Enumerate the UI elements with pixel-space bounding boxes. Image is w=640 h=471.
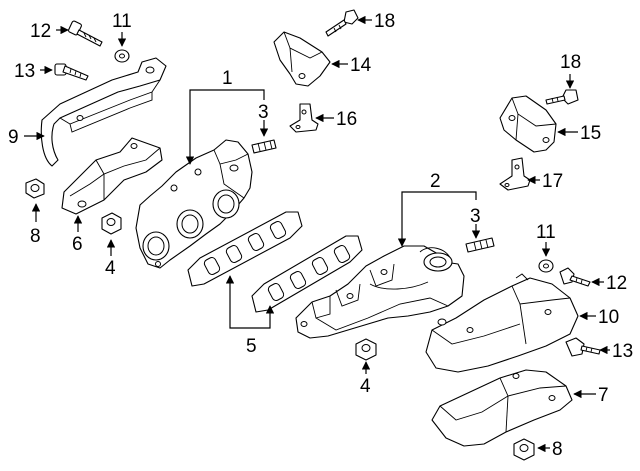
callout-labels: 1 2 3 3 4 4 5 6 7 8 8 9 10 11 11 12 12 1… [8,11,633,460]
nut-part-4-right [355,338,377,361]
gasket-part-5-rear [251,235,363,313]
bolt-part-12-right [559,267,591,287]
callout-13: 13 [612,341,633,362]
heat-shield-part-6 [61,137,163,215]
heat-shield-part-7 [431,369,573,447]
heat-shield-part-10 [425,273,579,373]
callout-9: 9 [8,127,19,148]
heat-shield-part-9 [40,57,167,167]
bolt-part-18-right [545,89,579,105]
washer-part-11-left [114,49,130,63]
nut-part-8-left [25,178,45,199]
stud-part-3-left [251,139,277,154]
nut-part-4-left [101,212,122,235]
callout-17: 17 [542,171,563,192]
bolt-part-18-top [325,9,359,37]
bracket-part-16 [289,103,319,133]
callout-4: 4 [105,258,116,279]
callout-7: 7 [598,385,609,406]
callout-15: 15 [580,123,601,144]
bolt-part-12-left [68,20,103,47]
gasket-part-5-front [187,211,303,287]
nut-part-8-right [513,438,535,461]
callout-18: 18 [374,11,395,32]
exhaust-manifold-part-1-left [135,139,253,269]
bracket-part-14 [273,31,331,87]
callout-14: 14 [350,55,372,76]
callout-5: 5 [246,336,257,357]
callout-11: 11 [536,222,556,243]
exhaust-manifold-part-2-right [295,245,465,339]
callout-18: 18 [560,52,581,73]
callout-3: 3 [470,206,481,227]
callout-12: 12 [606,273,627,294]
bolt-part-13-left [54,63,89,81]
callout-2: 2 [430,171,441,192]
washer-part-11-right [538,259,554,273]
heat-shield-part-15 [499,95,557,153]
callout-10: 10 [598,307,619,328]
bolt-part-13-right [565,337,601,357]
stud-part-3-right [465,237,495,253]
callout-4: 4 [360,376,371,397]
callout-16: 16 [336,109,357,130]
callout-1: 1 [222,68,233,89]
callout-12: 12 [30,21,51,42]
leader-lines [24,15,610,453]
callout-6: 6 [72,234,83,255]
callout-13: 13 [14,61,35,82]
callout-8: 8 [552,439,563,460]
callout-11: 11 [112,11,132,32]
callout-3: 3 [258,102,269,123]
callout-8: 8 [30,226,41,247]
bracket-part-17 [499,157,531,191]
